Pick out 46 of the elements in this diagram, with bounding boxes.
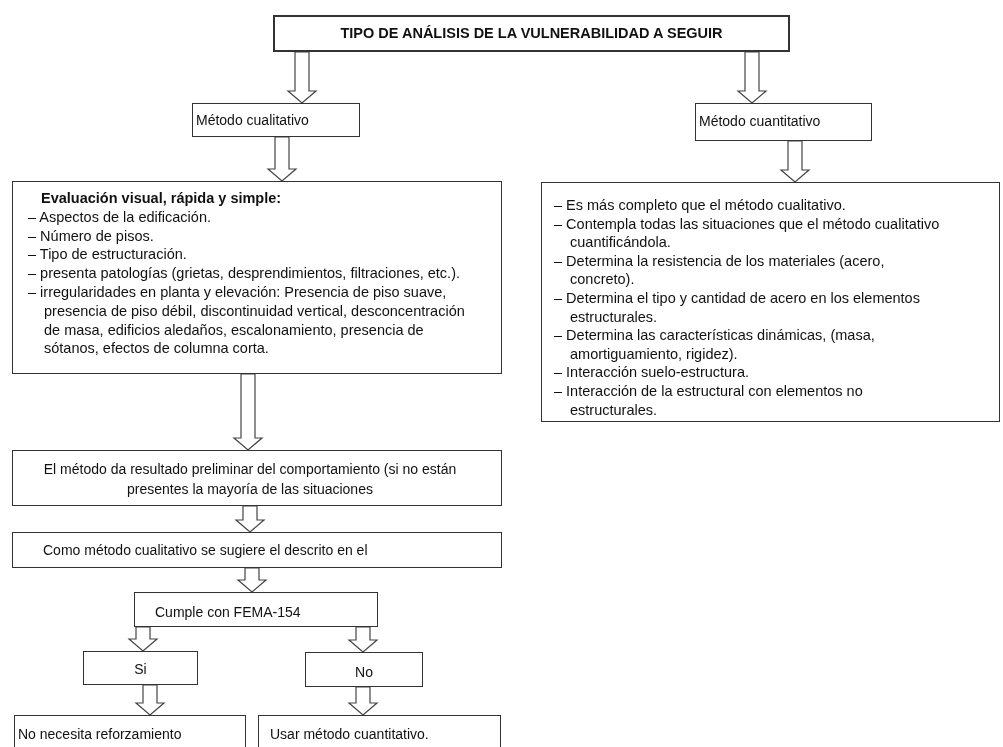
- process-box: [695, 103, 872, 141]
- list-item: – Aspectos de la edificación.: [28, 207, 212, 227]
- list-item: – irregularidades en planta y elevación: Presencia de piso suave, presencia de piso débil, discontinuidad vertical, desconcentración de masa, edificios aledaños, escalonamiento, presencia de sótanos, efectos de columna corta.: [28, 283, 466, 359]
- block-arrow: [134, 684, 166, 716]
- block-arrow: [127, 626, 159, 652]
- list-item: – Es más completo que el método cualitativo.: [554, 196, 847, 215]
- block-arrow: [347, 626, 379, 653]
- title-box: [273, 15, 790, 52]
- process-box: [12, 532, 502, 568]
- process-box: [192, 103, 360, 137]
- list-heading: Evaluación visual, rápida y simple:: [40, 189, 283, 208]
- box-text: El método da resultado preliminar del comportamiento (si no están presentes la mayoría de las situaciones: [42, 460, 458, 499]
- box-text: Método cualitativo: [196, 112, 310, 129]
- process-box: [12, 450, 502, 506]
- block-arrow: [736, 51, 768, 104]
- process-box: [83, 651, 198, 685]
- process-box: [12, 181, 502, 374]
- box-text: Si: [133, 661, 148, 678]
- box-text: Como método cualitativo se sugiere el descrito en el: [43, 542, 369, 559]
- block-arrow: [266, 136, 298, 182]
- list-item: – Tipo de estructuración.: [28, 245, 188, 265]
- process-box: [14, 715, 246, 747]
- list-item: – Interacción suelo-estructura.: [554, 363, 751, 382]
- list-item: – Número de pisos.: [28, 226, 155, 246]
- block-arrow: [236, 567, 268, 593]
- title-text: TIPO DE ANÁLISIS DE LA VULNERABILIDAD A SEGUIR: [339, 25, 724, 42]
- process-box: [258, 715, 501, 747]
- box-text: No: [354, 664, 374, 681]
- block-arrow: [234, 505, 266, 533]
- list-item: – Contempla todas las situaciones que el método cualitativo cuantificándola.: [554, 214, 941, 252]
- box-text: No necesita reforzamiento: [18, 726, 183, 743]
- box-text: Método cuantitativo: [699, 113, 822, 130]
- list-item: – Determina las características dinámicas, (masa, amortiguamiento, rigidez).: [554, 326, 876, 364]
- block-arrow: [779, 140, 811, 183]
- box-text: Cumple con FEMA-154: [155, 604, 302, 621]
- list-item: – Interacción de la estructural con elementos no estructurales.: [554, 381, 864, 420]
- list-item: – Determina el tipo y cantidad de acero en los elementos estructurales.: [554, 288, 921, 327]
- process-box: [541, 182, 1000, 422]
- box-text: Usar método cuantitativo.: [270, 726, 430, 743]
- process-box: [305, 652, 423, 687]
- block-arrow: [347, 686, 379, 716]
- process-box: [134, 592, 378, 627]
- block-arrow: [286, 51, 318, 104]
- list-item: – presenta patologías (grietas, desprendimientos, filtraciones, etc.).: [28, 264, 461, 283]
- block-arrow: [232, 373, 264, 451]
- list-item: – Determina la resistencia de los materiales (acero, concreto).: [554, 251, 886, 289]
